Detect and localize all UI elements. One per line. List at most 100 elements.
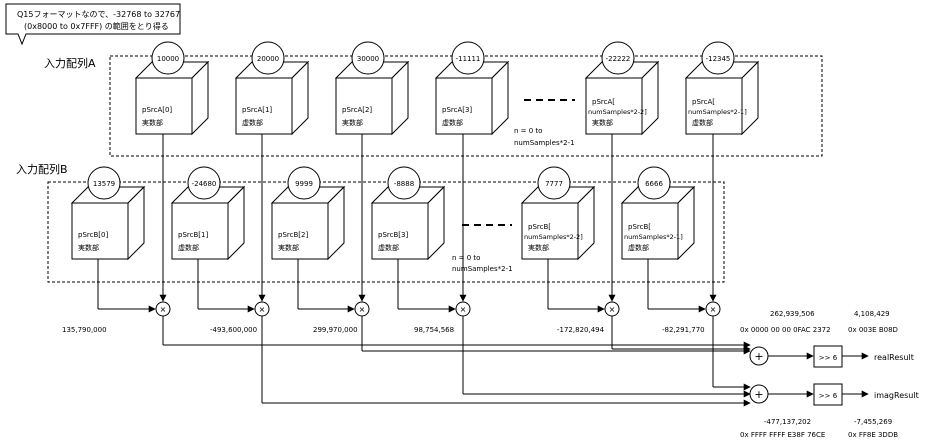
array-a-value-3: -11111 (456, 55, 481, 63)
multiplier-2: × (354, 301, 370, 317)
array-b-value-2: 9999 (295, 180, 313, 188)
array-a-part-1: 虚数部 (242, 118, 263, 127)
array-a-name-0: pSrcA[0] (142, 106, 172, 114)
array-b-value-5: 6666 (645, 180, 663, 188)
array-b-name-4: pSrcB[ (528, 223, 551, 231)
array-b-value-4: 7777 (545, 180, 563, 188)
real-sum-hex: 0x 0000 00 00 0FAC 2372 (740, 326, 831, 334)
array-b-part-0: 実数部 (78, 243, 99, 252)
array-a-cube-0: 10000 pSrcA[0] 実数部 (134, 41, 210, 136)
array-a-value-4: -22222 (606, 55, 631, 63)
array-b-name-3: pSrcB[3] (378, 231, 408, 239)
array-b-name-0: pSrcB[0] (78, 231, 108, 239)
array-a-name-3: pSrcA[3] (442, 106, 472, 114)
array-b-value-bubble-3 (387, 166, 421, 200)
array-b-value-bubble-0 (87, 166, 121, 200)
array-b-value-1: -24680 (192, 180, 217, 188)
array-b-value-bubble-1 (187, 166, 221, 200)
array-b-cube-1: -24680 pSrcB[1] 虚数部 (170, 166, 246, 261)
product-label-3: 98,754,568 (414, 326, 454, 334)
array-a-name-1: pSrcA[1] (242, 106, 272, 114)
array-a-value-bubble-1 (251, 41, 285, 75)
array-b-value-bubble-2 (287, 166, 321, 200)
q15-range-callout: Q15フォーマットなので、-32768 to 32767 (0x8000 to … (5, 3, 181, 46)
array-a-value-0: 10000 (157, 55, 179, 63)
array-a-cube-1: 20000 pSrcA[1] 虚数部 (234, 41, 310, 136)
array-a-value-1: 20000 (257, 55, 279, 63)
real-sum-decimal: 262,939,506 (770, 310, 815, 318)
multiplier-1: × (254, 301, 270, 317)
multiplier-symbol-0: × (160, 305, 167, 314)
real-output-hex: 0x 003E B08D (848, 326, 898, 334)
array-b-value-3: -8888 (394, 180, 414, 188)
array-a-value-bubble-3 (451, 41, 485, 75)
array-a-value-bubble-0 (151, 41, 185, 75)
array-a-range-line-2: numSamples*2-1 (514, 139, 575, 147)
array-b-part-2: 実数部 (278, 243, 299, 252)
array-a-part-0: 実数部 (142, 118, 163, 127)
imag-shift-label: >> 6 (819, 392, 838, 400)
array-b-label: 入力配列B (16, 162, 68, 176)
array-a-value-bubble-2 (351, 41, 385, 75)
real-adder-symbol: + (754, 350, 763, 363)
array-a-value-5: -12345 (706, 55, 731, 63)
array-b-name-sub-4: numSamples*2-2] (524, 233, 583, 241)
array-b-part-3: 虚数部 (378, 243, 399, 252)
signal-wires (97, 134, 751, 407)
array-a-name-sub-5: numSamples*2-1] (688, 108, 747, 116)
product-label-1: -493,600,000 (210, 326, 257, 334)
imag-output-hex: 0x FF8E 3DDB (848, 431, 898, 439)
multiplier-symbol-5: × (710, 305, 717, 314)
array-a-part-2: 実数部 (342, 118, 363, 127)
product-label-0: 135,790,000 (62, 326, 107, 334)
array-b-frame (47, 181, 725, 283)
multiplier-symbol-4: × (609, 305, 616, 314)
imag-adder: + (749, 384, 769, 404)
product-label-2: 299,970,000 (313, 326, 358, 334)
array-b-name-1: pSrcB[1] (178, 231, 208, 239)
array-b-part-1: 虚数部 (178, 243, 199, 252)
array-b-value-bubble-5 (637, 166, 671, 200)
real-shift-label: >> 6 (819, 354, 838, 362)
real-shift-block: >> 6 (813, 345, 843, 368)
array-b-range-line-2: numSamples*2-1 (452, 265, 513, 273)
array-a-name-4: pSrcA[ (592, 98, 615, 106)
real-result-label: realResult (874, 353, 914, 362)
callout-line-2: (0x8000 to 0x7FFF) の範囲をとり得る (24, 21, 169, 31)
multiplier-3: × (455, 301, 471, 317)
array-a-cubes: 10000 pSrcA[0] 実数部 20000 pSrcA[1] 虚数部 30000 pSr… (134, 41, 760, 136)
callout-line-1: Q15フォーマットなので、-32768 to 32767 (17, 10, 180, 19)
product-label-4: -172,820,494 (557, 326, 605, 334)
multiplier-5: × (705, 301, 721, 317)
array-a-cube-2: 30000 pSrcA[2] 実数部 (334, 41, 410, 136)
imag-result-label: imagResult (874, 391, 919, 400)
array-b-value-0: 13579 (93, 180, 115, 188)
array-a-name-sub-4: numSamples*2-2] (588, 108, 647, 116)
array-a-value-bubble-4 (601, 41, 635, 75)
array-b-part-5: 虚数部 (628, 243, 649, 252)
array-a-part-5: 虚数部 (692, 118, 713, 127)
array-b-cube-0: 13579 pSrcB[0] 実数部 (70, 166, 146, 261)
array-a-cube-3: -11111 pSrcA[3] 虚数部 (434, 41, 510, 136)
array-a-part-3: 虚数部 (442, 118, 463, 127)
array-b-part-4: 実数部 (528, 243, 549, 252)
imag-adder-symbol: + (754, 388, 763, 401)
array-b-cube-4: 7777 pSrcB[ numSamples*2-2] 実数部 (520, 166, 596, 261)
multiplier-0: × (155, 301, 171, 317)
imag-output-decimal: -7,455,269 (854, 418, 892, 426)
imag-sum-hex: 0x FFFF FFFF E38F 76CE (740, 431, 825, 439)
multiplier-symbol-2: × (359, 305, 366, 314)
array-b-name-5: pSrcB[ (628, 223, 651, 231)
multiplier-4: × (604, 301, 620, 317)
array-a-part-4: 実数部 (592, 118, 613, 127)
array-a-cube-4: -22222 pSrcA[ numSamples*2-2] 実数部 (584, 41, 660, 136)
real-output-decimal: 4,108,429 (854, 310, 890, 318)
array-a-value-2: 30000 (357, 55, 379, 63)
array-a-name-2: pSrcA[2] (342, 106, 372, 114)
product-label-5: -82,291,770 (662, 326, 705, 334)
array-b-value-bubble-4 (537, 166, 571, 200)
array-b-range-line-1: n = 0 to (452, 254, 480, 262)
